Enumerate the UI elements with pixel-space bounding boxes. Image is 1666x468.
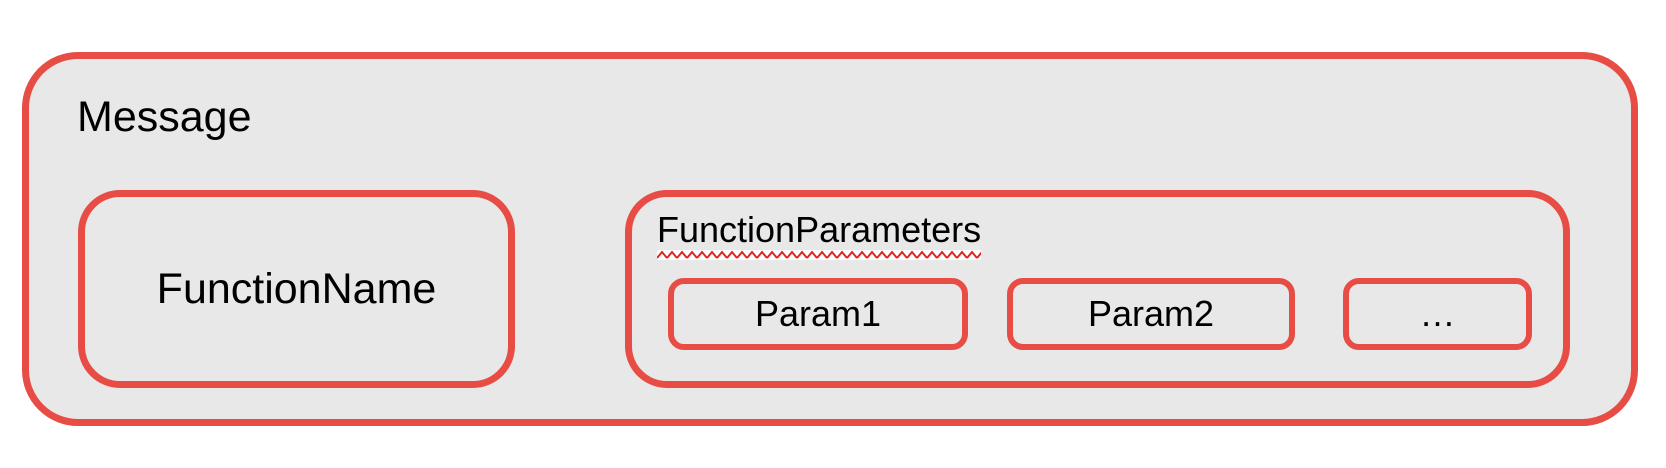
message-label: Message (77, 93, 252, 141)
param-ellipsis-box: … (1343, 278, 1532, 350)
message-box: Message FunctionName FunctionParameters (22, 52, 1638, 426)
param1-box: Param1 (668, 278, 968, 350)
function-parameters-label-group: FunctionParameters (657, 209, 982, 260)
function-name-label: FunctionName (156, 264, 437, 313)
function-name-box: FunctionName (78, 190, 515, 388)
param1-label: Param1 (754, 293, 882, 334)
spellcheck-squiggle-icon (657, 250, 982, 260)
function-parameters-box: FunctionParameters Param1 Param2 (625, 190, 1570, 388)
param2-box: Param2 (1007, 278, 1295, 350)
param2-label: Param2 (1087, 293, 1215, 334)
function-parameters-label: FunctionParameters (657, 209, 982, 250)
param-ellipsis-label: … (1419, 293, 1456, 334)
